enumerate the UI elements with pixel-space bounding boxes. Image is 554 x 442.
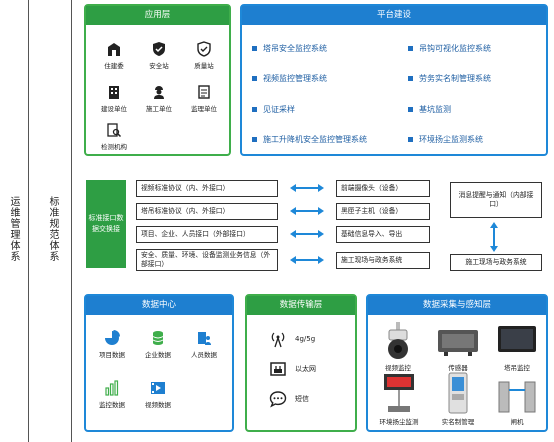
data-center-panel: 数据中心 项目数据 企业数据 人员数据 监控数据 视频数据 <box>84 294 234 432</box>
office-icon <box>109 86 119 99</box>
turnstile-icon <box>498 381 536 413</box>
video-icon <box>151 382 165 394</box>
app-item-constructor[interactable]: 施工单位 <box>137 84 181 113</box>
collection-panel: 数据采集与感知层 视频监控 传感器 塔吊监控 环境扬尘监测 实名制管理 闸机 <box>366 294 548 432</box>
protocol-box-project[interactable]: 项目、企业、人员接口（外部接口） <box>136 226 278 243</box>
platform-item[interactable]: 视频监控管理系统 <box>252 73 327 84</box>
dome-camera-icon <box>388 322 408 359</box>
app-item-quality[interactable]: 质量站 <box>182 41 226 70</box>
database-icon <box>152 331 164 345</box>
import-export-box[interactable]: 基础信息导入、导出 <box>336 226 430 243</box>
bullet-icon <box>252 46 257 51</box>
platform-item[interactable]: 环境扬尘监测系统 <box>408 134 483 145</box>
collect-item-sensor[interactable]: 传感器 <box>432 326 484 372</box>
bullet-icon <box>408 46 413 51</box>
collect-item-realname[interactable]: 实名制管理 <box>432 372 484 426</box>
protocol-box-business[interactable]: 安全、质量、环境、设备监测业务信息（外部接口） <box>136 249 278 271</box>
platform-item[interactable]: 劳务实名制管理系统 <box>408 73 491 84</box>
gov-system-box-left[interactable]: 施工现场与政务系统 <box>336 252 430 269</box>
document-icon <box>198 85 210 99</box>
app-item-developer[interactable]: 建设单位 <box>92 84 136 113</box>
antenna-icon <box>271 332 285 348</box>
platform-title: 平台建设 <box>242 6 546 25</box>
device-box-camera[interactable]: 前端摄像头（设备） <box>336 180 430 197</box>
app-item-supervisor[interactable]: 监理单位 <box>182 84 226 113</box>
collect-item-gate[interactable]: 闸机 <box>490 376 544 426</box>
platform-item[interactable]: 施工升降机安全监控管理系统 <box>252 134 367 145</box>
bar-chart-icon <box>105 380 119 396</box>
app-item-housing[interactable]: 住建委 <box>92 41 136 70</box>
app-layer-panel: 应用层 住建委 安全站 质量站 建设单位 施工单位 监理单位 检测机构 <box>84 4 231 156</box>
gov-system-box-right[interactable]: 施工现场与政务系统 <box>450 254 542 271</box>
collect-item-camera[interactable]: 视频监控 <box>374 322 422 372</box>
message-notify-box[interactable]: 消息提醒与通知（内部接口） <box>450 182 542 218</box>
people-icon <box>198 332 211 345</box>
data-item-personnel[interactable]: 人员数据 <box>182 330 226 359</box>
left-divider-1 <box>28 0 29 442</box>
bullet-icon <box>408 107 413 112</box>
protocol-box-video[interactable]: 视频标准协议（内、外接口） <box>136 180 278 197</box>
chat-bubble-icon <box>269 391 287 408</box>
collect-item-crane[interactable]: 塔吊监控 <box>490 324 544 372</box>
bullet-icon <box>252 107 257 112</box>
data-item-video[interactable]: 视频数据 <box>136 380 180 409</box>
device-box-blackbox[interactable]: 黑匣子主机（设备） <box>336 203 430 220</box>
building-icon <box>108 43 120 56</box>
platform-item[interactable]: 塔吊安全监控系统 <box>252 43 327 54</box>
data-item-enterprise[interactable]: 企业数据 <box>136 330 180 359</box>
transport-item-sms[interactable]: 短信 <box>269 390 309 408</box>
transport-item-ethernet[interactable]: 以太网 <box>269 360 316 378</box>
platform-item[interactable]: 基坑监测 <box>408 104 451 115</box>
double-arrow-icon <box>290 256 324 264</box>
data-item-monitoring[interactable]: 监控数据 <box>90 380 134 409</box>
vertical-double-arrow-icon <box>490 222 498 252</box>
transport-panel: 数据传输层 4g/5g 以太网 短信 <box>245 294 357 432</box>
worker-icon <box>154 86 164 99</box>
app-item-testing[interactable]: 检测机构 <box>92 122 136 151</box>
inspect-icon <box>107 123 122 138</box>
transport-item-4g[interactable]: 4g/5g <box>269 330 315 348</box>
transport-title: 数据传输层 <box>247 296 355 315</box>
monitor-screen-icon <box>498 326 536 352</box>
platform-item[interactable]: 吊钩可视化监控系统 <box>408 43 491 54</box>
double-arrow-icon <box>290 230 324 238</box>
bullet-icon <box>252 137 257 142</box>
pie-chart-icon <box>105 330 120 345</box>
double-arrow-icon <box>290 207 324 215</box>
standards-interface-block: 标准接口数据交换接 <box>86 180 126 268</box>
app-item-safety[interactable]: 安全站 <box>137 41 181 70</box>
ethernet-icon <box>270 362 286 376</box>
data-center-title: 数据中心 <box>86 296 232 315</box>
shield-icon <box>153 42 165 56</box>
data-item-project[interactable]: 项目数据 <box>90 330 134 359</box>
platform-panel: 平台建设 塔吊安全监控系统 吊钩可视化监控系统 视频监控管理系统 劳务实名制管理… <box>240 4 548 156</box>
collection-title: 数据采集与感知层 <box>368 296 546 315</box>
dust-monitor-icon <box>384 374 414 412</box>
bullet-icon <box>252 76 257 81</box>
platform-item[interactable]: 见证采样 <box>252 104 295 115</box>
ops-management-label: 运维管理体系 <box>8 196 19 262</box>
double-arrow-icon <box>290 184 324 192</box>
bullet-icon <box>408 76 413 81</box>
app-layer-title: 应用层 <box>86 6 229 25</box>
bullet-icon <box>408 137 413 142</box>
kiosk-icon <box>448 372 468 414</box>
left-divider-2 <box>71 0 72 442</box>
sensor-box-icon <box>438 330 478 356</box>
protocol-box-crane[interactable]: 塔吊标准协议（内、外接口） <box>136 203 278 220</box>
standards-system-label: 标准规范体系 <box>47 196 58 262</box>
collect-item-dust[interactable]: 环境扬尘监测 <box>370 372 428 426</box>
check-shield-icon <box>197 41 211 57</box>
